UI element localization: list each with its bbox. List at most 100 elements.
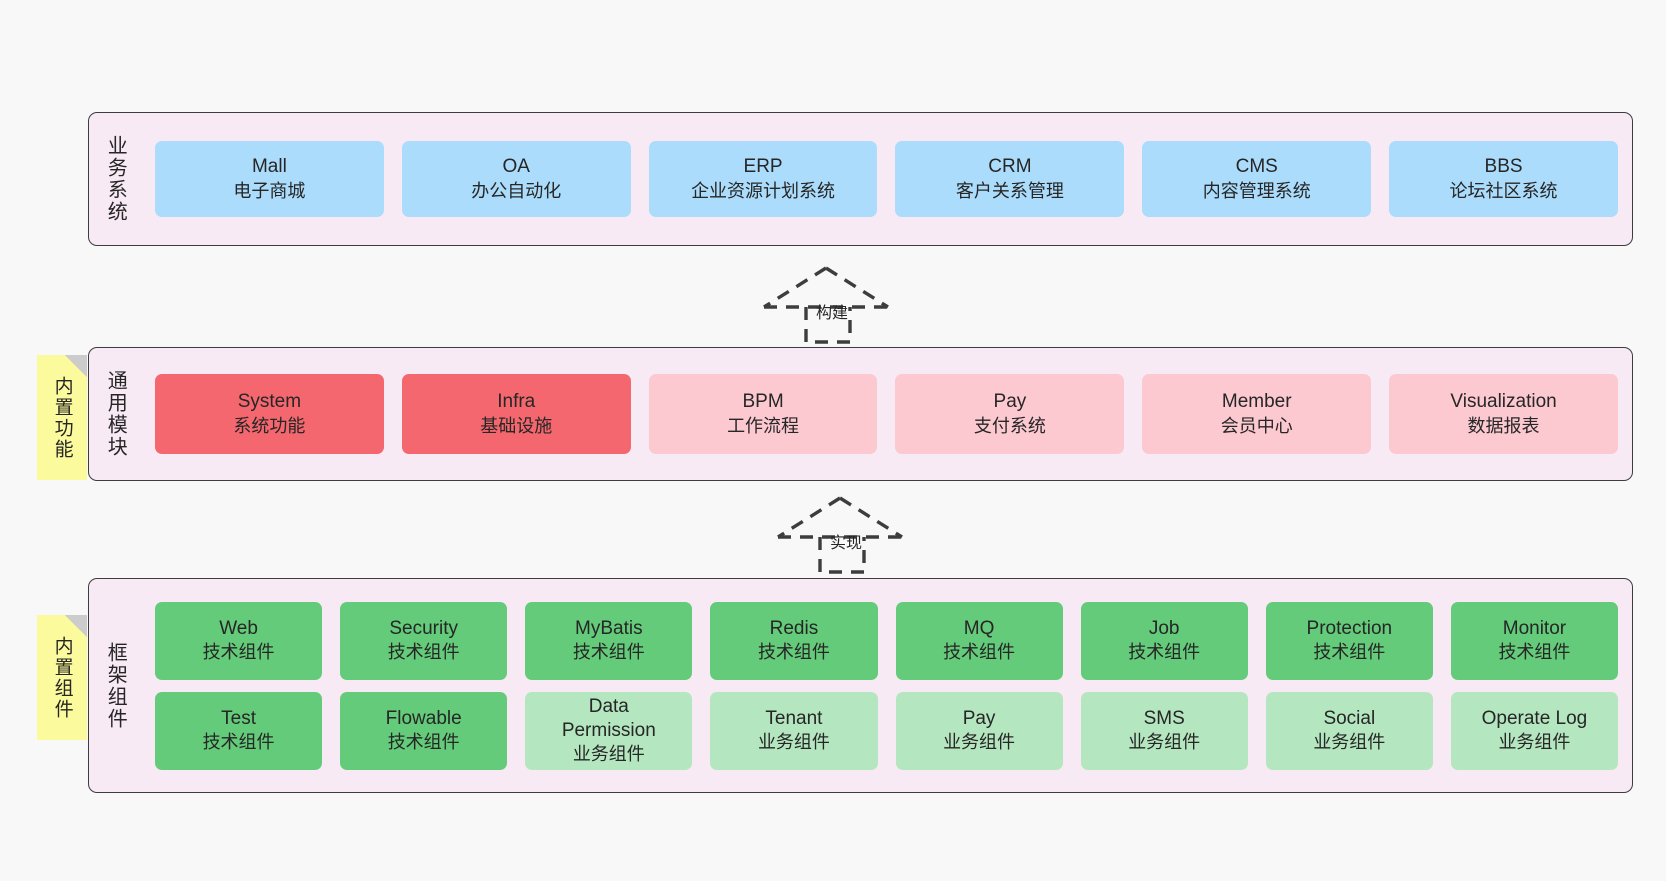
connector-implement: 实现	[772, 492, 912, 576]
note-builtin-components: 内置组件	[37, 615, 87, 740]
card-title: Security	[389, 617, 458, 639]
card-title: OA	[502, 156, 530, 178]
card-subtitle: 业务组件	[943, 732, 1016, 753]
layer-title-framework-components: 框架组件	[104, 641, 127, 730]
card-bpm[interactable]: BPM 工作流程	[648, 374, 878, 454]
card-title: BPM	[742, 391, 784, 413]
card-subtitle: 业务组件	[757, 732, 830, 753]
card-mall[interactable]: Mall 电子商城	[155, 141, 384, 217]
card-subtitle: 工作流程	[727, 415, 800, 436]
card-title: Data Permission	[561, 695, 656, 741]
card-title: MyBatis	[575, 617, 643, 639]
card-title: CRM	[988, 156, 1032, 178]
card-subtitle: 数据报表	[1467, 415, 1540, 436]
card-subtitle: 技术组件	[202, 732, 275, 753]
card-row: Web 技术组件 Security 技术组件 MyBatis 技术组件 Redi…	[155, 601, 1618, 680]
card-operate-log[interactable]: Operate Log 业务组件	[1450, 691, 1618, 770]
card-title: Flowable	[385, 707, 462, 729]
card-subtitle: 办公自动化	[471, 180, 562, 201]
card-title: CMS	[1235, 156, 1278, 178]
card-infra[interactable]: Infra 基础设施	[401, 374, 631, 454]
card-title: Test	[221, 707, 256, 729]
card-title: Social	[1323, 707, 1376, 729]
card-mq[interactable]: MQ 技术组件	[895, 601, 1063, 680]
card-subtitle: 业务组件	[572, 744, 645, 765]
card-subtitle: 客户关系管理	[955, 180, 1064, 201]
layer-title-business-systems: 业务系统	[104, 135, 127, 223]
card-subtitle: 技术组件	[387, 732, 460, 753]
card-flowable[interactable]: Flowable 技术组件	[340, 691, 508, 770]
card-title: SMS	[1143, 707, 1185, 729]
card-title: Infra	[497, 391, 536, 413]
layer-body-common-modules: System 系统功能 Infra 基础设施 BPM 工作流程 Pay 支付系统…	[141, 348, 1632, 480]
card-member[interactable]: Member 会员中心	[1142, 374, 1372, 454]
card-web[interactable]: Web 技术组件	[155, 601, 323, 680]
card-title: Operate Log	[1481, 707, 1588, 729]
card-pay-component[interactable]: Pay 业务组件	[895, 691, 1063, 770]
card-title: Protection	[1306, 617, 1393, 639]
card-subtitle: 会员中心	[1220, 415, 1293, 436]
card-title: Visualization	[1450, 391, 1557, 413]
card-monitor[interactable]: Monitor 技术组件	[1450, 601, 1618, 680]
card-subtitle: 系统功能	[233, 415, 306, 436]
card-subtitle: 技术组件	[1128, 642, 1201, 663]
card-security[interactable]: Security 技术组件	[340, 601, 508, 680]
card-subtitle: 技术组件	[202, 642, 275, 663]
connector-implement-label: 实现	[830, 535, 863, 552]
card-subtitle: 技术组件	[572, 642, 645, 663]
layer-common-modules: 通用模块 System 系统功能 Infra 基础设施 BPM 工作流程 Pay…	[88, 347, 1633, 481]
card-subtitle: 技术组件	[1313, 642, 1386, 663]
card-subtitle: 企业资源计划系统	[691, 180, 836, 201]
card-title: MQ	[963, 617, 995, 639]
card-title: Web	[219, 617, 258, 639]
card-subtitle: 基础设施	[480, 415, 553, 436]
card-title: Mall	[251, 156, 287, 178]
card-pay-module[interactable]: Pay 支付系统	[895, 374, 1125, 454]
layer-body-business-systems: Mall 电子商城 OA 办公自动化 ERP 企业资源计划系统 CRM 客户关系…	[141, 113, 1632, 245]
card-title: Pay	[993, 391, 1027, 413]
layer-framework-components: 框架组件 Web 技术组件 Security 技术组件 MyBatis 技术组件…	[88, 578, 1633, 793]
card-subtitle: 论坛社区系统	[1449, 180, 1558, 201]
card-visualization[interactable]: Visualization 数据报表	[1389, 374, 1618, 454]
card-row: System 系统功能 Infra 基础设施 BPM 工作流程 Pay 支付系统…	[155, 374, 1618, 454]
note-text: 内置组件	[51, 635, 73, 720]
card-job[interactable]: Job 技术组件	[1080, 601, 1248, 680]
card-subtitle: 业务组件	[1498, 732, 1571, 753]
layer-body-framework-components: Web 技术组件 Security 技术组件 MyBatis 技术组件 Redi…	[141, 579, 1632, 792]
layer-title-common-modules: 通用模块	[104, 370, 127, 458]
card-protection[interactable]: Protection 技术组件	[1265, 601, 1433, 680]
card-title: ERP	[743, 156, 783, 178]
card-subtitle: 技术组件	[1498, 642, 1571, 663]
connector-build-label: 构建	[816, 305, 849, 322]
card-subtitle: 技术组件	[943, 642, 1016, 663]
card-erp[interactable]: ERP 企业资源计划系统	[648, 141, 878, 217]
card-test[interactable]: Test 技术组件	[155, 691, 323, 770]
card-social[interactable]: Social 业务组件	[1265, 691, 1433, 770]
card-sms[interactable]: SMS 业务组件	[1080, 691, 1248, 770]
connector-build: 构建	[758, 262, 898, 346]
card-title: System	[237, 391, 302, 413]
card-subtitle: 业务组件	[1128, 732, 1201, 753]
card-title: Redis	[769, 617, 819, 639]
card-redis[interactable]: Redis 技术组件	[710, 601, 878, 680]
card-system[interactable]: System 系统功能	[155, 374, 384, 454]
card-row: Test 技术组件 Flowable 技术组件 Data Permission …	[155, 691, 1618, 770]
card-tenant[interactable]: Tenant 业务组件	[710, 691, 878, 770]
card-crm[interactable]: CRM 客户关系管理	[895, 141, 1125, 217]
card-subtitle: 技术组件	[757, 642, 830, 663]
card-mybatis[interactable]: MyBatis 技术组件	[525, 601, 693, 680]
card-title: Member	[1221, 391, 1292, 413]
card-data-permission[interactable]: Data Permission 业务组件	[525, 691, 693, 770]
card-subtitle: 技术组件	[387, 642, 460, 663]
card-oa[interactable]: OA 办公自动化	[401, 141, 631, 217]
card-title: Tenant	[765, 707, 823, 729]
card-title: Job	[1148, 617, 1180, 639]
card-title: Monitor	[1502, 617, 1567, 639]
card-title: BBS	[1484, 156, 1523, 178]
card-subtitle: 支付系统	[973, 415, 1046, 436]
note-builtin-features: 内置功能	[37, 355, 87, 480]
card-cms[interactable]: CMS 内容管理系统	[1142, 141, 1372, 217]
card-bbs[interactable]: BBS 论坛社区系统	[1389, 141, 1618, 217]
card-row: Mall 电子商城 OA 办公自动化 ERP 企业资源计划系统 CRM 客户关系…	[155, 141, 1618, 217]
